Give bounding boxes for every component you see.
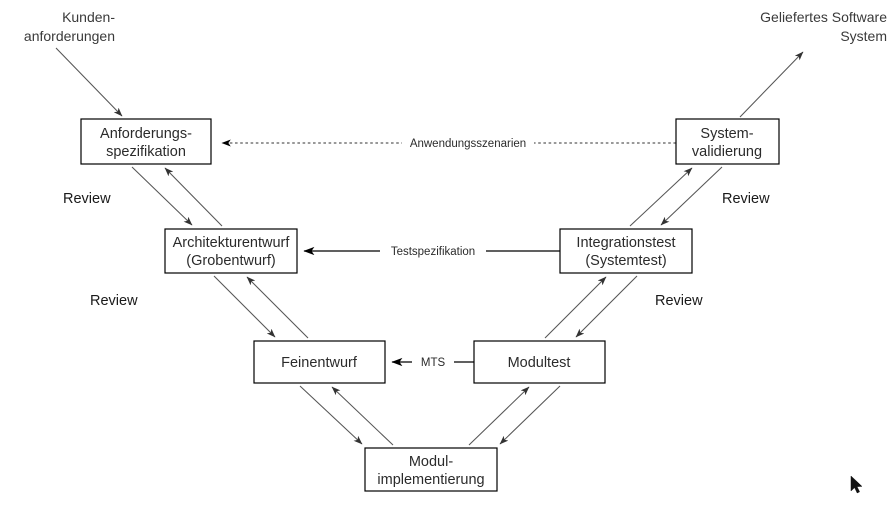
- edge-label-testspezifikation: Testspezifikation: [380, 242, 486, 260]
- node-label-line2: implementierung: [377, 472, 484, 488]
- arrow-kundenanforderungen-to-anforderungsspezifikation: [55, 47, 123, 117]
- review-label-left-upper: Review: [63, 191, 111, 207]
- edge-label-anwendungsszenarien: Anwendungsszenarien: [402, 134, 534, 152]
- cross-link-arrows: [221, 139, 676, 367]
- edge-label-mts: MTS: [412, 353, 454, 371]
- arrow-systemvalidierung-to-geliefertes-system: [739, 51, 804, 118]
- label-kundenanforderungen: Kunden- anforderungen: [24, 9, 115, 44]
- node-modulimplementierung[interactable]: Modul- implementierung: [364, 447, 498, 492]
- arrow-anforderung-to-architektur: [131, 166, 193, 226]
- node-box[interactable]: [364, 447, 498, 492]
- node-modultest[interactable]: Modultest: [473, 340, 606, 384]
- node-systemvalidierung[interactable]: System- validierung: [675, 118, 780, 165]
- node-box[interactable]: [473, 340, 606, 384]
- node-label-line1: Integrationstest: [576, 235, 675, 251]
- label-backdrop: [412, 353, 454, 371]
- node-box[interactable]: [80, 118, 212, 165]
- node-label-line1: System-: [700, 126, 753, 142]
- arrow-integrationstest-to-modultest: [575, 275, 638, 338]
- left-branch-arrows: [131, 166, 394, 446]
- node-label-line2: (Grobentwurf): [186, 253, 275, 269]
- review-label-right-upper: Review: [722, 191, 770, 207]
- mouse-cursor-icon: [850, 475, 863, 494]
- edge-label-text: Anwendungsszenarien: [410, 138, 526, 150]
- label-backdrop: [402, 134, 534, 152]
- arrow-feinentwurf-to-modulimplementierung: [299, 385, 363, 445]
- node-label-line1: Anforderungs-: [100, 126, 192, 142]
- arrow-feinentwurf-to-architektur: [246, 276, 309, 339]
- label-line1: Kunden-: [62, 9, 115, 25]
- node-integrationstest[interactable]: Integrationstest (Systemtest): [559, 228, 693, 274]
- label-line2: anforderungen: [24, 28, 115, 44]
- edge-label-text: Testspezifikation: [391, 246, 475, 258]
- node-box[interactable]: [559, 228, 693, 274]
- node-feinentwurf[interactable]: Feinentwurf: [253, 340, 386, 384]
- node-label-line1: Modultest: [508, 355, 571, 371]
- arrow-modultest-to-modulimplementierung: [499, 385, 561, 445]
- node-label-line2: validierung: [692, 144, 762, 160]
- node-architekturentwurf[interactable]: Architekturentwurf (Grobentwurf): [164, 228, 298, 274]
- review-label-left-lower: Review: [90, 293, 138, 309]
- label-geliefertes-software-system: Geliefertes Software System: [760, 9, 887, 44]
- label-line2: System: [840, 28, 887, 44]
- node-label-line1: Architekturentwurf: [173, 235, 291, 251]
- right-branch-arrows: [468, 166, 723, 446]
- node-label-line2: spezifikation: [106, 144, 186, 160]
- node-label-line1: Feinentwurf: [281, 355, 358, 371]
- node-label-line2: (Systemtest): [585, 253, 666, 269]
- review-label-right-lower: Review: [655, 293, 703, 309]
- arrow-modulimplementierung-to-modultest: [468, 386, 530, 446]
- node-label-line1: Modul-: [409, 454, 453, 470]
- node-box[interactable]: [675, 118, 780, 165]
- arrow-modultest-to-integrationstest: [544, 276, 607, 339]
- label-line1: Geliefertes Software: [760, 9, 887, 25]
- external-arrows: [55, 47, 804, 118]
- arrow-architektur-to-anforderung: [164, 167, 223, 227]
- arrow-modulimplementierung-to-feinentwurf: [331, 386, 394, 446]
- node-anforderungsspezifikation[interactable]: Anforderungs- spezifikation: [80, 118, 212, 165]
- node-box[interactable]: [164, 228, 298, 274]
- edge-label-text: MTS: [421, 357, 446, 369]
- node-box[interactable]: [253, 340, 386, 384]
- arrow-integrationstest-to-systemvalidierung: [629, 167, 693, 227]
- arrow-architektur-to-feinentwurf: [213, 275, 276, 338]
- label-backdrop: [380, 242, 486, 260]
- arrow-systemvalidierung-to-integrationstest: [660, 166, 723, 226]
